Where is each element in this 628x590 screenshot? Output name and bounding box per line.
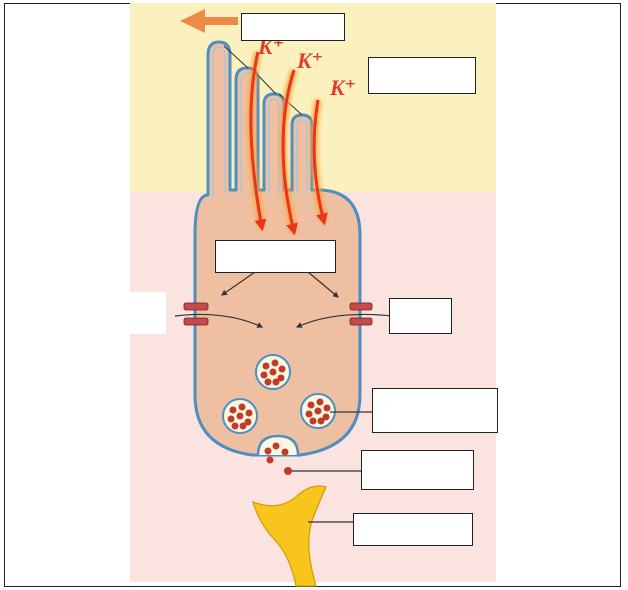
- label-box-tip-link[interactable]: [368, 57, 476, 94]
- label-box-neuron[interactable]: [353, 513, 473, 546]
- vesicle-left: [223, 399, 257, 433]
- label-box-left[interactable]: [128, 292, 166, 334]
- label-box-top[interactable]: [241, 13, 345, 41]
- vesicle-right: [301, 394, 335, 428]
- label-box-center[interactable]: [215, 240, 336, 273]
- label-box-channel[interactable]: [389, 298, 452, 334]
- k-ion-label-2: K⁺: [296, 48, 323, 73]
- label-box-transmitter[interactable]: [361, 450, 474, 490]
- vesicle-top: [256, 355, 290, 389]
- k-ion-label-3: K⁺: [329, 75, 356, 100]
- label-box-vesicle[interactable]: [372, 388, 498, 433]
